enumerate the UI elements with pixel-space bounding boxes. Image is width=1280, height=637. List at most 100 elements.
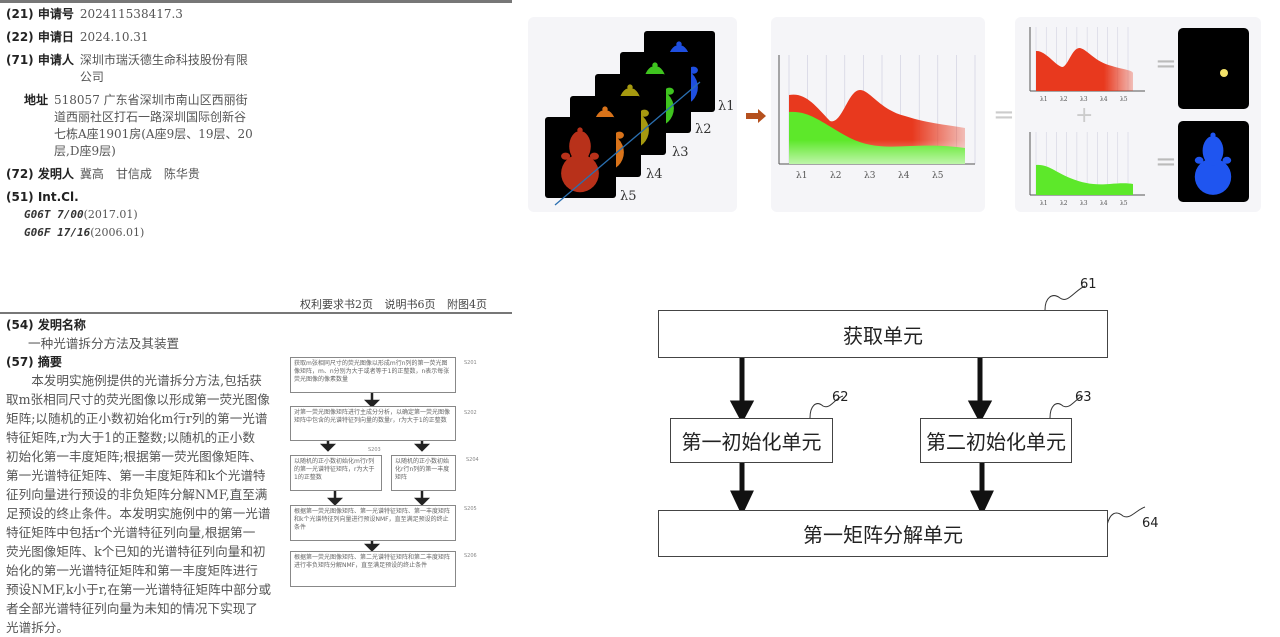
wavelength-label: λ2 (695, 122, 712, 137)
title-label: (54) 发明名称 (6, 318, 86, 332)
axis-tick-label: λ1 (796, 171, 807, 181)
ipc-class: G06F 17/16 (24, 226, 91, 239)
flow-step-text: 以随机的正小数初始化m行r列的第一光谱特征矩阵，r为大于1的正整数 (294, 458, 375, 481)
flow-step-s206: 根据第一荧光图像矩阵、第二光谱特征矩阵和第二丰度矩阵进行非负矩阵分解NMF，直至… (290, 551, 456, 587)
abstract-line: 荧光图像矩阵、k个已知的光谱特征列向量和初 (6, 544, 266, 559)
wavelength-label: λ5 (620, 189, 637, 204)
ipc-class: G06T 7/00 (24, 208, 84, 221)
unit-label: 第一初始化单元 (681, 430, 822, 454)
invention-title: 一种光谱拆分方法及其装置 (28, 336, 180, 351)
abstract-line: 本发明实施例提供的光谱拆分方法,包括获 (6, 373, 262, 388)
applicant: 深圳市瑞沃德生命科技股份有限公司 (79, 53, 248, 84)
ipc-item: G06F 17/16(2006.01) (6, 224, 256, 242)
abstract-section: (54) 发明名称 一种光谱拆分方法及其装置 (57) 摘要 本发明实施例提供的… (6, 316, 276, 637)
flow-step-s205: 根据第一荧光图像矩阵、第一光谱特征矩阵、第一丰度矩阵和k个光谱特征列向量进行预设… (290, 505, 456, 541)
ipc-item: G06T 7/00(2017.01) (6, 206, 256, 224)
flow-step-id: S202 (464, 410, 477, 416)
plus-sign: + (1075, 103, 1093, 128)
axis-tick-label: λ4 (1100, 200, 1108, 207)
flow-step-text: 根据第一荧光图像矩阵、第一光谱特征矩阵、第一丰度矩阵和k个光谱特征列向量进行预设… (294, 508, 451, 531)
flow-step-text: 获取m张相同尺寸的荧光图像以形成m行n列的第一荧光图像矩阵，m、n分别为大于或者… (294, 360, 450, 383)
red-spectrum (1036, 47, 1133, 91)
axis-tick-label: λ5 (1120, 96, 1128, 103)
abstract-line: 第一光谱特征矩阵、第一丰度矩阵和k个光谱特 (6, 468, 266, 483)
axis-tick-label: λ2 (1060, 200, 1068, 207)
inventors: 冀高 甘信成 陈华贵 (79, 167, 200, 181)
abstract-line: 矩阵;以随机的正小数初始化m行r列的第一光谱 (6, 411, 268, 426)
ipc-label: (51) Int.Cl. (6, 190, 79, 204)
abstract-line: 光谱拆分。 (6, 620, 69, 635)
flow-step-id: S201 (464, 360, 477, 366)
flow-step-s204: 以随机的正小数初始化r行n列的第一丰度矩阵 (391, 455, 456, 491)
page-counts: 权利要求书2页 说明书6页 附图4页 (300, 298, 487, 311)
unit-ref: 61 (1080, 277, 1097, 292)
abstract-line: 初始化第一丰度矩阵;根据第一荧光图像矩阵、 (6, 449, 263, 464)
app-date-label: (22) 申请日 (6, 30, 74, 44)
unit-label: 获取单元 (843, 323, 923, 348)
app-no-label: (21) 申请号 (6, 7, 74, 21)
inventors-label: (72) 发明人 (6, 167, 74, 181)
flow-step-text: 根据第一荧光图像矩阵、第二光谱特征矩阵和第二丰度矩阵进行非负矩阵分解NMF，直至… (294, 554, 451, 569)
component-chart-green: λ1 λ2 λ3 λ4 λ5 (1029, 132, 1145, 207)
unit-label: 第二初始化单元 (926, 430, 1066, 454)
abstract-line: 取m张相同尺寸的荧光图像以形成第一荧光图像 (6, 392, 270, 407)
ipc-year: (2006.01) (90, 226, 145, 239)
flow-step-id: S203 (368, 447, 381, 453)
unit-label: 第一矩阵分解单元 (803, 523, 963, 547)
axis-tick-label: λ1 (1040, 96, 1048, 103)
unit-62-box: 第一初始化单元 (670, 418, 833, 463)
flow-step-id: S205 (464, 506, 477, 512)
wavelength-label: λ1 (718, 99, 735, 114)
address-label: 地址 (24, 93, 49, 107)
axis-tick-label: λ3 (1080, 96, 1088, 103)
abstract-line: 者全部光谱特征列向量为未知的情况下实现了 (6, 601, 258, 616)
applicant-label: (71) 申请人 (6, 53, 74, 67)
section-rule (0, 312, 512, 314)
pixel-line (554, 81, 701, 206)
app-no: 202411538417.3 (79, 7, 183, 21)
axis-tick-label: λ2 (830, 171, 841, 181)
flow-step-text: 对第一荧光图像矩阵进行主成分分析，以确定第一荧光图像矩阵中包含的光谱特征列向量的… (294, 409, 451, 424)
ipc-year: (2017.01) (83, 208, 138, 221)
axis-tick-label: λ5 (1120, 200, 1128, 207)
abstract-line: 征列向量进行预设的非负矩阵分解NMF,直至满 (6, 487, 268, 502)
equals-sign: = (993, 100, 1015, 130)
axis-tick-label: λ4 (898, 171, 910, 181)
green-spectrum (1036, 164, 1133, 195)
axis-tick-label: λ1 (1040, 200, 1048, 207)
wavelength-label: λ4 (646, 167, 663, 182)
equals-sign: = (1155, 147, 1177, 177)
axis-tick-label: λ2 (1060, 96, 1068, 103)
units-connectors (729, 285, 1146, 526)
axis-tick-label: λ5 (932, 171, 944, 181)
abstract-line: 特征矩阵中包括r个光谱特征列向量,根据第一 (6, 525, 256, 540)
unit-64-box: 第一矩阵分解单元 (658, 510, 1108, 557)
mixed-spectrum-chart: λ1 λ2 λ3 λ4 λ5 (778, 55, 976, 181)
flow-step-s201: 获取m张相同尺寸的荧光图像以形成m行n列的第一荧光图像矩阵，m、n分别为大于或者… (290, 357, 456, 393)
flow-step-s202: 对第一荧光图像矩阵进行主成分分析，以确定第一荧光图像矩阵中包含的光谱特征列向量的… (290, 406, 456, 441)
abstract-text: 本发明实施例提供的光谱拆分方法,包括获取m张相同尺寸的荧光图像以形成第一荧光图像… (6, 371, 276, 637)
unit-61-box: 获取单元 (658, 310, 1108, 358)
unit-ref: 64 (1142, 516, 1159, 531)
top-rule (0, 0, 512, 3)
axis-tick-label: λ4 (1100, 96, 1108, 103)
axis-tick-label: λ3 (864, 171, 876, 181)
unit-ref: 63 (1075, 390, 1092, 405)
unmixed-image-yellow (1178, 28, 1249, 109)
abstract-line: 足预设的终止条件。本发明实施例中的第一光谱 (6, 506, 271, 521)
flow-step-id: S206 (464, 553, 477, 559)
abstract-line: 始化的第一光谱特征矩阵和第一丰度矩阵进行 (6, 563, 258, 578)
axis-tick-label: λ3 (1080, 200, 1088, 207)
flowchart-arrows (319, 393, 431, 552)
abstract-label: (57) 摘要 (6, 355, 62, 369)
address: 518057 广东省深圳市南山区西丽街道西丽社区打石一路深圳国际创新谷七栋A座1… (54, 93, 253, 158)
flow-step-text: 以随机的正小数初始化r行n列的第一丰度矩阵 (395, 458, 450, 481)
flow-step-s203: 以随机的正小数初始化m行r列的第一光谱特征矩阵，r为大于1的正整数 (290, 455, 382, 491)
fluorescence-frame-5 (545, 117, 616, 198)
yellow-spot (1220, 69, 1228, 77)
equals-sign: = (1155, 49, 1177, 79)
unit-63-box: 第二初始化单元 (920, 418, 1072, 463)
arrow-right-icon (746, 109, 766, 123)
